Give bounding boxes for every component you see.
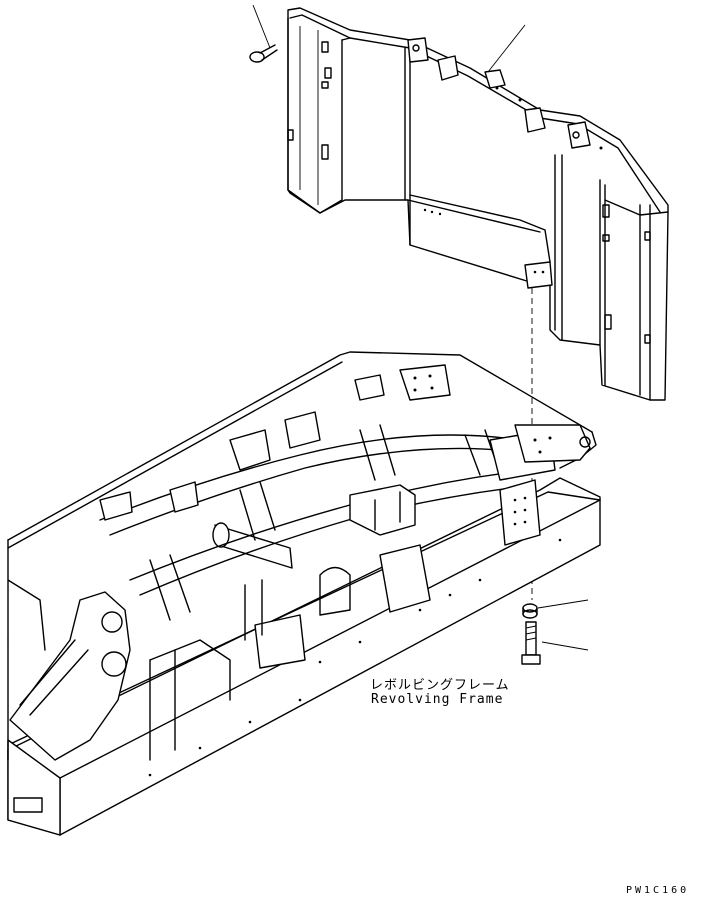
bolt-part: [521, 621, 541, 665]
part-label-english: Revolving Frame: [371, 692, 504, 707]
counterweight-callout: [487, 24, 526, 73]
part-label-japanese: レボルビングフレーム: [370, 678, 510, 693]
pin-callout: [252, 4, 271, 49]
bolt-callout: [541, 641, 589, 651]
pin-part: [249, 44, 278, 63]
drawing-code: PW1C160: [626, 885, 690, 896]
counterweight: [287, 7, 669, 401]
revolving-frame: [7, 351, 601, 836]
washer-callout: [537, 599, 589, 609]
washer-part: [522, 603, 538, 619]
